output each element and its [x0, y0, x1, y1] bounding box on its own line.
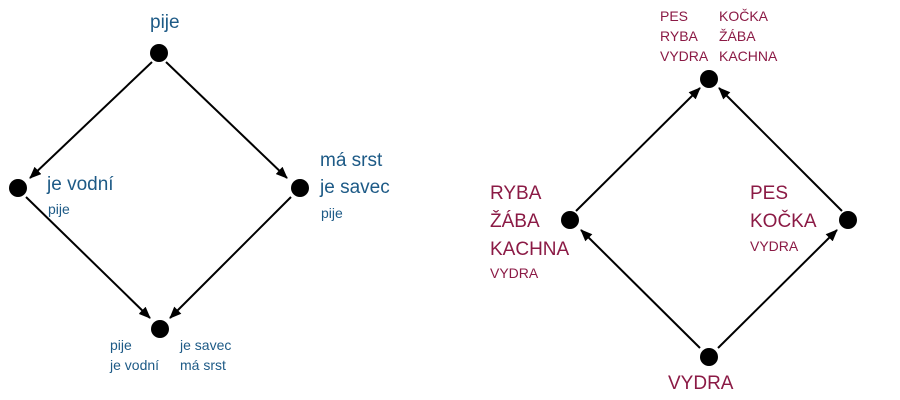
- label-left-right-main2: je savec: [319, 177, 390, 198]
- node-right-top: [700, 70, 718, 88]
- label-right-top-c2-l1: KOČKA: [719, 8, 769, 24]
- node-left-right: [291, 179, 309, 197]
- label-right-left-l3: KACHNA: [490, 239, 570, 260]
- edge-right-to-bottom: [169, 196, 292, 319]
- right-lattice: PES RYBA VYDRA KOČKA ŽÁBA KACHNA RYBA ŽÁ…: [490, 8, 857, 394]
- label-right-left-sub: VYDRA: [490, 265, 539, 281]
- edge-bottom-to-right: [717, 229, 838, 349]
- label-right-top-c2-l2: ŽÁBA: [719, 28, 756, 44]
- left-lattice: pije je vodní pije má srst je savec pije…: [9, 12, 390, 373]
- label-left-right-sub: pije: [321, 205, 343, 221]
- edge-top-to-right: [165, 61, 288, 179]
- edge-right-to-top: [718, 87, 843, 212]
- label-right-top-c1-l3: VYDRA: [660, 48, 709, 64]
- label-left-bottom-c1-l1: pije: [110, 337, 132, 353]
- node-left-left: [9, 179, 27, 197]
- edge-left-to-bottom: [25, 196, 151, 319]
- node-right-left: [561, 211, 579, 229]
- label-right-top-c1-l1: PES: [660, 8, 688, 24]
- label-right-right-sub: VYDRA: [750, 238, 799, 254]
- node-right-bottom: [700, 348, 718, 366]
- label-right-top-c1-l2: RYBA: [660, 28, 699, 44]
- label-left-top: pije: [150, 12, 180, 33]
- node-right-right: [839, 211, 857, 229]
- label-right-left-l1: RYBA: [490, 183, 542, 204]
- label-right-right-l2: KOČKA: [750, 210, 817, 232]
- node-left-bottom: [151, 320, 169, 338]
- label-right-left-l2: ŽÁBA: [490, 210, 540, 232]
- label-right-top-c2-l3: KACHNA: [719, 48, 778, 64]
- edge-left-to-top: [575, 87, 701, 212]
- label-left-bottom-c2-l1: je savec: [179, 337, 231, 353]
- edge-bottom-to-left: [580, 229, 701, 349]
- label-left-bottom-c1-l2: je vodní: [109, 357, 159, 373]
- label-left-right-main1: má srst: [320, 150, 383, 171]
- label-right-bottom: VYDRA: [668, 373, 734, 394]
- label-left-left-sub: pije: [48, 201, 70, 217]
- label-left-bottom-c2-l2: má srst: [180, 357, 226, 373]
- label-right-right-l1: PES: [750, 183, 788, 204]
- edge-top-to-left: [29, 61, 153, 179]
- label-left-left-main: je vodní: [46, 174, 114, 195]
- node-left-top: [150, 44, 168, 62]
